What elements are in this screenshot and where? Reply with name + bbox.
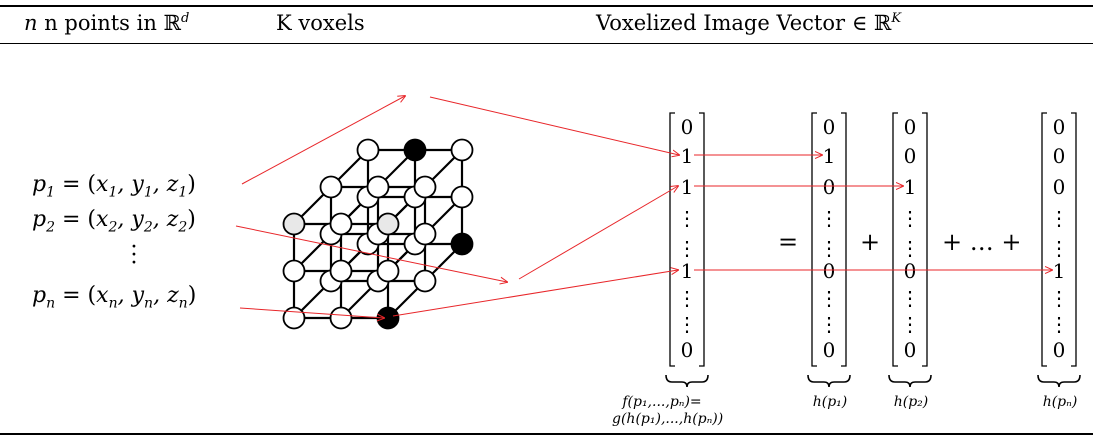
vector-entry: 0 xyxy=(904,144,917,168)
voxel-node xyxy=(413,175,437,199)
vector-entry: ⋮ xyxy=(900,206,920,230)
vector-entry: 0 xyxy=(823,338,836,362)
vector-entry: 0 xyxy=(681,115,694,139)
right-bracket xyxy=(699,112,705,367)
vector-entry: ⋮ xyxy=(1049,206,1069,230)
arrow-voxel-to-entryn xyxy=(392,270,678,317)
vector-entry: ⋮ xyxy=(677,286,697,310)
voxel-node xyxy=(450,138,474,162)
voxel-node xyxy=(413,269,437,293)
voxel-node xyxy=(282,212,306,236)
right-bracket xyxy=(841,112,847,367)
voxel-node xyxy=(282,306,306,330)
vector-entry: ⋮ xyxy=(1049,236,1069,260)
top-rule xyxy=(0,5,1093,7)
vector-entry: 1 xyxy=(823,144,836,168)
right-bracket xyxy=(922,112,928,367)
vector-entry: ⋮ xyxy=(677,206,697,230)
vector-entry: ⋮ xyxy=(819,206,839,230)
vector-entry: 1 xyxy=(1053,259,1066,283)
arrow-voxel-to-entry2 xyxy=(518,186,678,280)
header-points: n n points in ℝd xyxy=(24,11,190,35)
vector-entry: ⋮ xyxy=(819,312,839,336)
vector-entry: 0 xyxy=(823,259,836,283)
header-rule xyxy=(0,43,1093,44)
point-p2: p2 = (x2, y2, z2) xyxy=(32,207,196,236)
voxel-node xyxy=(282,259,306,283)
underbrace xyxy=(665,374,709,388)
vector-entry: 0 xyxy=(1053,144,1066,168)
voxel-node xyxy=(376,212,400,236)
vector-entry: ⋮ xyxy=(819,286,839,310)
underbrace xyxy=(1037,374,1081,388)
underbrace xyxy=(807,374,851,388)
header-vector: Voxelized Image Vector ∈ ℝK xyxy=(596,11,902,35)
vector-entry: 0 xyxy=(1053,115,1066,139)
underbrace xyxy=(888,374,932,388)
arrow-p2-to-voxel xyxy=(235,225,507,282)
point-pn: pn = (xn, yn, zn) xyxy=(32,283,197,312)
right-bracket xyxy=(1071,112,1077,367)
bottom-rule xyxy=(0,433,1093,435)
caption-h1: h(p₁) xyxy=(812,394,848,410)
vector-entry: ⋮ xyxy=(677,236,697,260)
arrow-pn-to-voxel xyxy=(239,307,384,318)
vector-entry: ⋮ xyxy=(900,286,920,310)
caption-f: f(p₁,...,pₙ)= g(h(p₁),...,h(pₙ)) xyxy=(612,394,724,427)
left-bracket xyxy=(1041,112,1047,367)
vector-entry: 1 xyxy=(681,259,694,283)
voxel-node xyxy=(366,175,390,199)
voxel-node xyxy=(413,222,437,246)
voxel-node xyxy=(329,306,353,330)
vector-entry: ⋮ xyxy=(819,236,839,260)
points-vdots: ··· xyxy=(130,235,138,276)
voxel-node xyxy=(329,212,353,236)
arrow-voxel-to-entry1 xyxy=(429,96,679,155)
vector-entry: 0 xyxy=(823,175,836,199)
caption-h2: h(p₂) xyxy=(893,394,929,410)
vector-entry: ⋮ xyxy=(1049,312,1069,336)
column-vector: 000⋮⋮1⋮⋮0 xyxy=(1037,112,1081,388)
point-p1: p1 = (x1, y1, z1) xyxy=(32,172,196,201)
vector-entry: 1 xyxy=(681,144,694,168)
left-bracket xyxy=(811,112,817,367)
equals-operator: = xyxy=(778,228,799,256)
vector-entry: 0 xyxy=(823,115,836,139)
vector-entry: ⋮ xyxy=(677,312,697,336)
column-vector: 001⋮⋮0⋮⋮0 xyxy=(888,112,932,388)
vector-entry: 0 xyxy=(681,338,694,362)
vector-entry: ⋮ xyxy=(900,236,920,260)
vector-entry: ⋮ xyxy=(900,312,920,336)
vector-entry: 0 xyxy=(904,338,917,362)
column-vector: 011⋮⋮1⋮⋮0 xyxy=(665,112,709,388)
occupied-voxel-node xyxy=(450,232,474,256)
left-bracket xyxy=(669,112,675,367)
voxel-node xyxy=(356,138,380,162)
left-bracket xyxy=(892,112,898,367)
vector-entry: 0 xyxy=(904,259,917,283)
voxel-node xyxy=(319,175,343,199)
vector-entry: 1 xyxy=(681,175,694,199)
plus-dots-operator: + … + xyxy=(942,228,1022,256)
vector-entry: 0 xyxy=(1053,175,1066,199)
caption-hn: h(pₙ) xyxy=(1042,394,1078,410)
vector-entry: 1 xyxy=(904,175,917,199)
vector-entry: 0 xyxy=(1053,338,1066,362)
voxel-node xyxy=(450,185,474,209)
occupied-voxel-node xyxy=(403,138,427,162)
column-vector: 010⋮⋮0⋮⋮0 xyxy=(807,112,851,388)
plus-operator: + xyxy=(860,228,881,256)
vector-entry: ⋮ xyxy=(1049,286,1069,310)
header-voxels: K voxels xyxy=(276,11,365,35)
voxel-node xyxy=(329,259,353,283)
vector-entry: 0 xyxy=(904,115,917,139)
arrow-p1-to-voxel xyxy=(241,96,405,185)
voxel-node xyxy=(376,259,400,283)
